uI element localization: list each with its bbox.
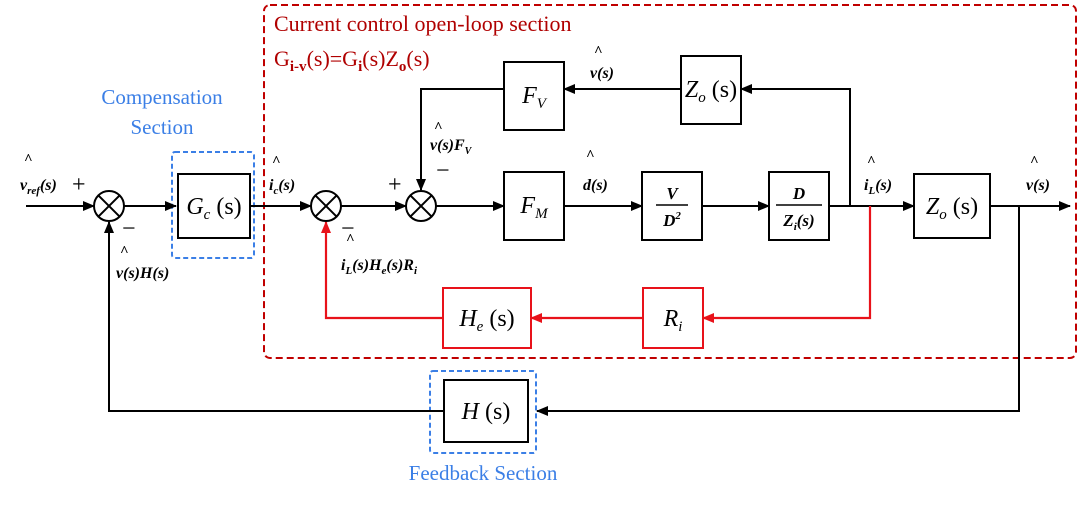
svg-text:ic(s): ic(s) (269, 177, 295, 197)
svg-text:Zo (s): Zo (s) (926, 194, 978, 223)
svg-text:v(s): v(s) (1026, 177, 1050, 194)
svg-text:D: D (792, 184, 805, 203)
svg-text:^: ^ (434, 120, 443, 136)
wire-fv-to-sum3 (416, 88, 504, 191)
wire-he-to-sum2 (321, 221, 443, 320)
compensation-section-label-line1: Compensation (101, 85, 223, 109)
feedback-section-label: Feedback Section (409, 461, 558, 485)
sum3-minus-sign: − (436, 158, 450, 184)
signal-d: ^ d(s) (583, 148, 608, 194)
sum2-minus-sign: − (341, 216, 355, 242)
svg-text:^: ^ (594, 44, 603, 60)
svg-text:FM: FM (519, 193, 549, 222)
block-gc: Gc (s) (177, 173, 251, 239)
signal-v-fv: ^ v(s)FV (430, 120, 473, 157)
block-he: He (s) (442, 287, 532, 349)
svg-text:He (s): He (s) (458, 306, 514, 335)
svg-text:^: ^ (120, 244, 129, 260)
svg-text:v(s): v(s) (590, 65, 614, 82)
sum1-plus-sign: + (72, 172, 86, 198)
summing-junction-2 (310, 190, 342, 222)
svg-text:^: ^ (586, 148, 595, 164)
svg-text:D2: D2 (662, 210, 681, 230)
wire-output-to-h (536, 206, 1020, 416)
svg-text:H (s): H (s) (461, 399, 511, 425)
svg-text:^: ^ (24, 152, 33, 168)
svg-text:^: ^ (867, 154, 876, 170)
signal-il: ^ iL(s) (864, 154, 892, 197)
block-fv: FV (503, 61, 565, 131)
summing-junction-3 (405, 190, 437, 222)
sum1-minus-sign: − (122, 216, 136, 242)
summing-junction-1 (93, 190, 125, 222)
block-h: H (s) (443, 379, 529, 443)
svg-text:v(s)FV: v(s)FV (430, 137, 473, 157)
svg-text:FV: FV (521, 83, 548, 112)
svg-text:^: ^ (346, 232, 355, 248)
signal-vref: ^ vref(s) (20, 152, 57, 197)
block-v-over-d2: V D2 (641, 171, 703, 241)
svg-text:^: ^ (272, 154, 281, 170)
open-loop-section-outline (263, 4, 1077, 359)
svg-text:Gc (s): Gc (s) (186, 194, 241, 223)
svg-text:vref(s): vref(s) (20, 177, 57, 197)
wire-il-to-zo-top (740, 84, 851, 206)
svg-text:v(s)H(s): v(s)H(s) (116, 265, 169, 282)
open-loop-section-title: Current control open-loop section (274, 11, 572, 36)
svg-text:d(s): d(s) (583, 177, 608, 194)
block-zo-top: Zo (s) (680, 55, 742, 125)
svg-text:Zi(s): Zi(s) (782, 211, 814, 233)
svg-text:iL(s): iL(s) (864, 177, 892, 197)
wire-h-to-sum1 (104, 221, 444, 412)
feedback-section-outline (429, 370, 537, 454)
svg-text:iL(s)He(s)Ri: iL(s)He(s)Ri (341, 257, 418, 277)
signal-il-he-ri: ^ iL(s)He(s)Ri (341, 232, 418, 277)
signal-v-top: ^ v(s) (590, 44, 614, 82)
block-ri: Ri (642, 287, 704, 349)
signal-v-h: ^ v(s)H(s) (116, 244, 169, 282)
open-loop-section-formula: Gi-v(s)=Gi(s)Zo(s) (274, 46, 430, 75)
signal-v-out: ^ v(s) (1026, 154, 1050, 194)
wire-il-to-ri (702, 206, 872, 323)
svg-text:Zo (s): Zo (s) (685, 77, 737, 106)
block-d-over-zi: D Zi(s) (768, 171, 830, 241)
signal-ic: ^ ic(s) (269, 154, 295, 197)
svg-text:^: ^ (1030, 154, 1039, 170)
block-zo-main: Zo (s) (913, 173, 991, 239)
svg-text:V: V (666, 184, 679, 203)
svg-text:Ri: Ri (663, 306, 683, 335)
block-fm: FM (503, 171, 565, 241)
compensation-section-label-line2: Section (131, 115, 194, 139)
sum3-plus-sign: + (388, 172, 402, 198)
